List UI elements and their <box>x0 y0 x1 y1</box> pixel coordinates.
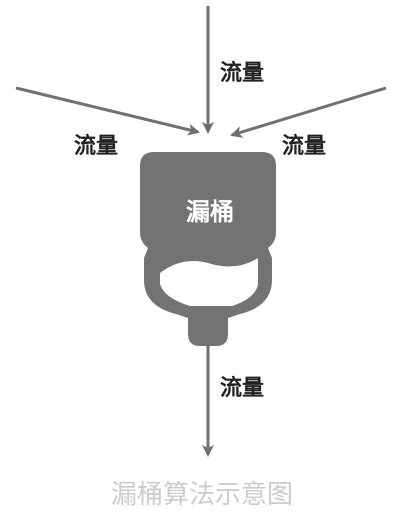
flow-label-right: 流量 <box>282 133 326 159</box>
bucket-body <box>140 152 276 346</box>
arrow-right <box>230 86 387 138</box>
flow-label-left: 流量 <box>74 133 118 159</box>
bucket-window <box>160 258 258 306</box>
bucket: 漏桶 <box>140 152 276 346</box>
diagram-caption: 漏桶算法示意图 <box>111 480 293 510</box>
flow-label-top: 流量 <box>220 60 264 86</box>
arrow-left <box>15 86 200 136</box>
bucket-label: 漏桶 <box>186 198 234 226</box>
flow-label-bottom: 流量 <box>220 375 264 401</box>
